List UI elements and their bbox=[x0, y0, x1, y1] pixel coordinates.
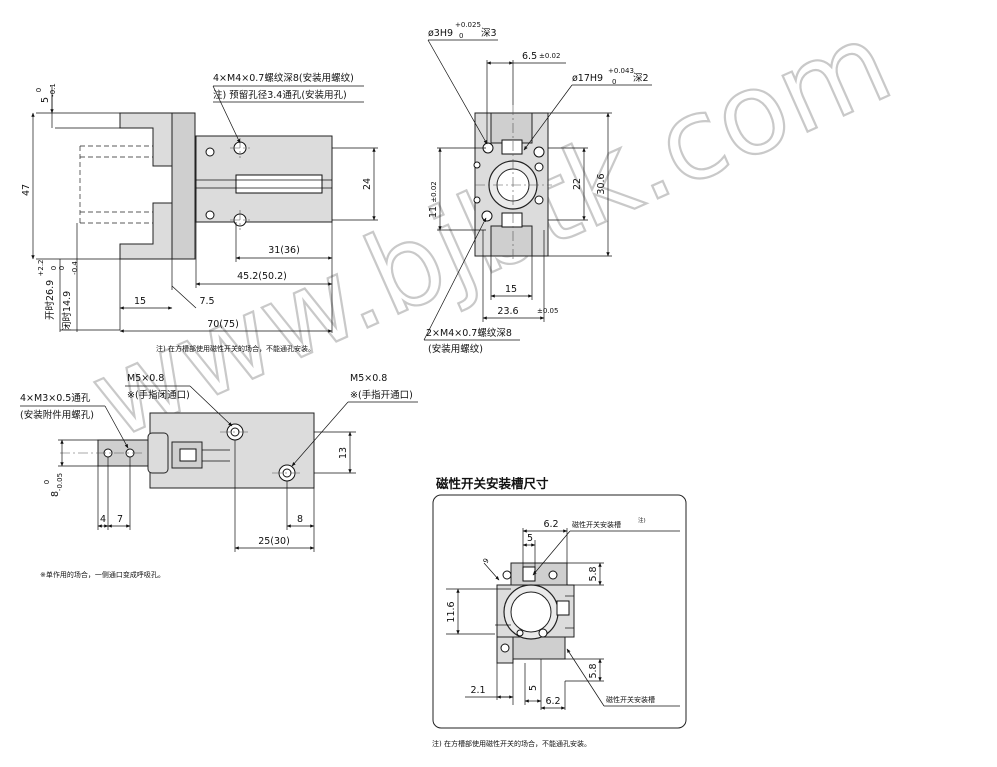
open-tol-lower: 0 bbox=[50, 266, 58, 270]
pin-callout: ø3H9 bbox=[428, 28, 453, 39]
port-close-note: ※(手指闭通口) bbox=[127, 389, 190, 401]
pin-slot-top bbox=[501, 139, 523, 155]
dim-11: 11 bbox=[428, 206, 439, 218]
groove-top-block bbox=[510, 562, 568, 586]
groove-dim-2-1: 2.1 bbox=[470, 685, 485, 696]
dim-25: 25(30) bbox=[258, 536, 290, 547]
bottom-left-footnote: ※单作用的场合，一侧通口变成呼吸孔。 bbox=[40, 570, 165, 579]
finger-lower bbox=[119, 202, 173, 260]
dim-8-tol-lower: -0.05 bbox=[56, 473, 64, 491]
closed-tol-lower: -0.4 bbox=[71, 261, 79, 275]
dim-30-6: 30.6 bbox=[596, 173, 607, 194]
dim-4: 4 bbox=[100, 514, 106, 525]
dim-8-finger: 8 bbox=[50, 491, 61, 497]
groove-label-top: 磁性开关安装槽 bbox=[572, 520, 621, 529]
dim-22: 22 bbox=[572, 178, 583, 190]
end-finger-top bbox=[490, 112, 533, 144]
switch-slot bbox=[235, 174, 323, 194]
groove-dim-5-bottom: 5 bbox=[528, 685, 539, 691]
dim-5-tol-lower: -0.1 bbox=[49, 83, 57, 97]
dim-24: 24 bbox=[362, 178, 373, 190]
dim-6-5: 6.5 bbox=[522, 51, 537, 62]
groove-label-top-sup: 注) bbox=[638, 516, 646, 524]
top-left-thread-callout: 4×M4×0.7螺纹深8(安装用螺纹) bbox=[213, 72, 354, 84]
switch-section-footnote: 注) 在方槽部使用磁性开关的场合，不能通孔安装。 bbox=[432, 739, 591, 748]
closed-width-label: 闭时14.9 bbox=[61, 291, 73, 331]
dim-7-5: 7.5 bbox=[199, 296, 214, 307]
dim-23-6: 23.6 bbox=[497, 306, 518, 317]
small-hole-upper bbox=[205, 147, 215, 157]
dim-5-tol-upper: 0 bbox=[35, 88, 43, 92]
top-left-footnote: 注) 在方槽部使用磁性开关的场合，不能通孔安装。 bbox=[156, 344, 315, 353]
dim-23-6-tol: ±0.05 bbox=[537, 307, 558, 315]
groove-dim-6-2-bottom: 6.2 bbox=[545, 696, 560, 707]
top-view-bottom bbox=[20, 385, 418, 552]
bore-tol-lower: 0 bbox=[612, 78, 616, 86]
bore-callout: ø17H9 bbox=[572, 73, 603, 84]
groove-dim-9: 9 bbox=[482, 557, 491, 565]
mounting-flange bbox=[171, 112, 196, 260]
groove-dim-6-2-top: 6.2 bbox=[543, 519, 558, 530]
end-thread-callout: 2×M4×0.7螺纹深8 bbox=[426, 327, 512, 339]
dim-11-tol: ±0.02 bbox=[430, 181, 438, 202]
dim-15: 15 bbox=[134, 296, 146, 307]
end-view-top bbox=[423, 39, 652, 341]
end-finger-bottom bbox=[490, 225, 533, 257]
dim-45: 45.2(50.2) bbox=[237, 271, 287, 282]
dim-70: 70(75) bbox=[207, 319, 239, 330]
dim-8-port: 8 bbox=[297, 514, 303, 525]
finger-upper bbox=[119, 112, 173, 167]
end-thread-note: (安装用螺纹) bbox=[428, 343, 483, 355]
pin-depth: 深3 bbox=[481, 28, 497, 39]
groove-dim-5-8-bottom: 5.8 bbox=[588, 663, 599, 678]
groove-dim-5-top: 5 bbox=[527, 533, 533, 544]
port-open-label: M5×0.8 bbox=[350, 373, 387, 384]
groove-bottom-block bbox=[512, 636, 566, 660]
bore-depth: 深2 bbox=[633, 73, 649, 84]
groove-dim-5-8-top: 5.8 bbox=[588, 566, 599, 581]
open-width-label: 开时26.9 bbox=[44, 280, 56, 320]
top-left-note-callout: 注) 预留孔径3.4通孔(安装用孔) bbox=[213, 89, 347, 101]
side-view-top bbox=[31, 85, 378, 333]
dim-6-5-tol: ±0.02 bbox=[539, 52, 560, 60]
m3-callout: 4×M3×0.5通孔 bbox=[20, 393, 91, 404]
port-open-note: ※(手指开通口) bbox=[350, 389, 413, 401]
pin-slot-bottom bbox=[501, 212, 523, 228]
groove-label-bottom: 磁性开关安装槽 bbox=[606, 695, 655, 704]
top-clevis bbox=[147, 432, 169, 474]
pin-tol-lower: 0 bbox=[459, 32, 463, 40]
bore-tol-upper: +0.043 bbox=[608, 67, 634, 75]
m3-note: (安装附件用螺孔) bbox=[20, 409, 94, 421]
closed-tol-upper: 0 bbox=[58, 266, 66, 270]
dim-8-tol-upper: 0 bbox=[43, 480, 51, 484]
dim-13: 13 bbox=[338, 447, 349, 459]
groove-dim-11-6: 11.6 bbox=[446, 601, 457, 622]
switch-groove-panel bbox=[432, 494, 687, 729]
pin-tol-upper: +0.025 bbox=[455, 21, 481, 29]
open-tol-upper: +2.2 bbox=[37, 260, 45, 277]
port-close-label: M5×0.8 bbox=[127, 373, 164, 384]
dim-7: 7 bbox=[117, 514, 123, 525]
switch-section-title: 磁性开关安装槽尺寸 bbox=[435, 476, 549, 491]
dim-5: 5 bbox=[40, 97, 51, 103]
dim-47: 47 bbox=[21, 184, 32, 196]
dim-31: 31(36) bbox=[268, 245, 300, 256]
small-hole-lower bbox=[205, 210, 215, 220]
dim-15-end: 15 bbox=[505, 284, 517, 295]
